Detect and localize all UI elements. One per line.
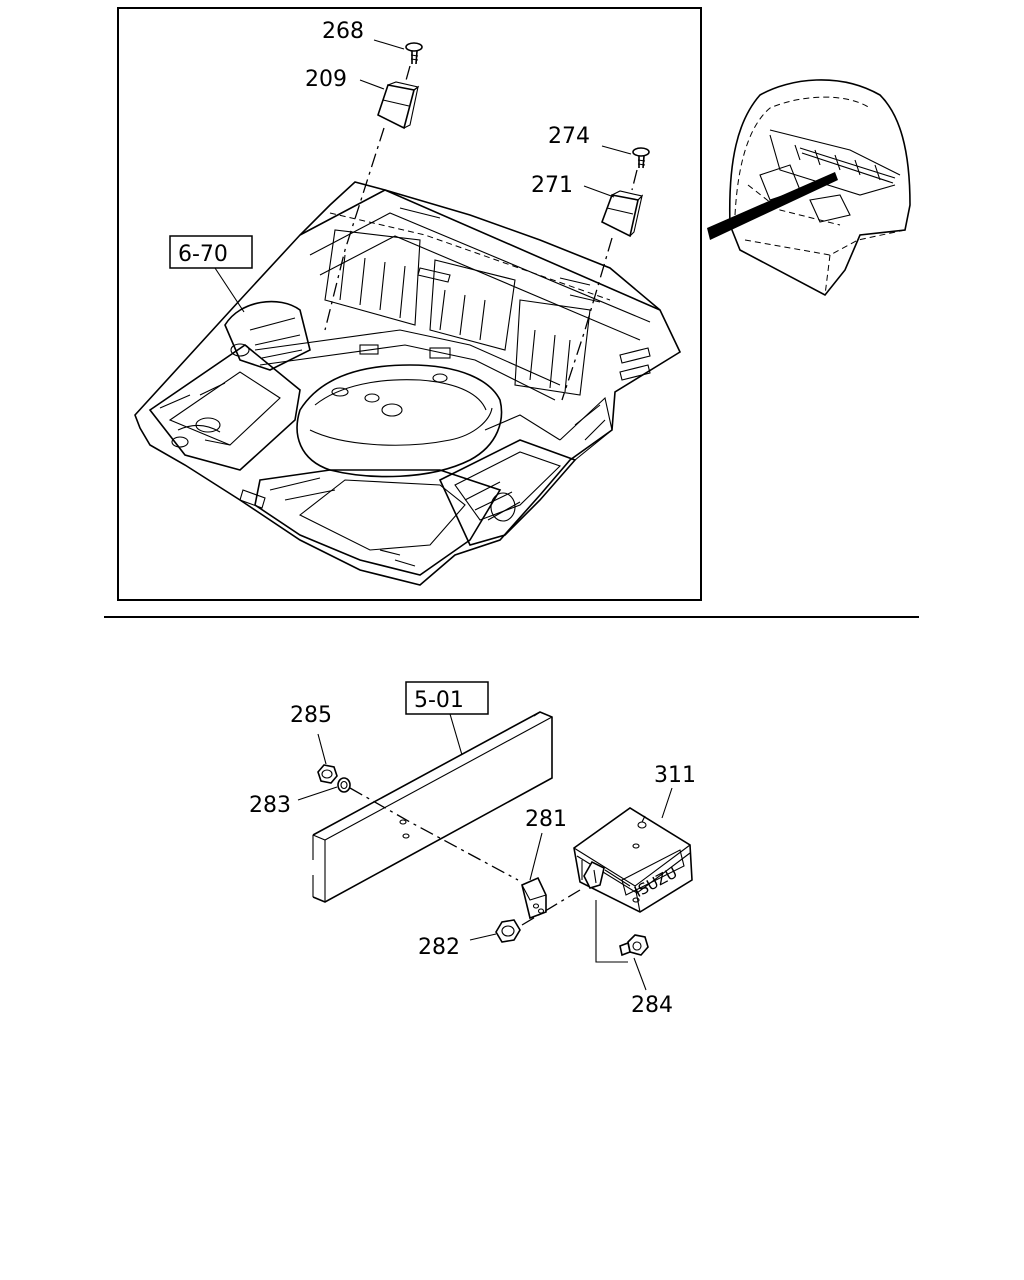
part-271-bracket [601, 190, 644, 238]
callout-209: 209 [305, 67, 347, 92]
callout-285: 285 [290, 703, 332, 728]
ref-box-6-70 [169, 235, 253, 269]
ref-box-5-01 [405, 681, 489, 715]
callout-311: 311 [654, 763, 696, 788]
ref-5-01: 5-01 [414, 688, 464, 713]
frame-rail [312, 711, 553, 903]
part-311-module: ISUZU [573, 787, 693, 913]
callout-268: 268 [322, 19, 364, 44]
callout-283: 283 [249, 793, 291, 818]
floor-panel-assembly [134, 181, 682, 586]
callout-274: 274 [548, 124, 590, 149]
vehicle-locator-view [707, 79, 911, 297]
callout-284: 284 [631, 993, 673, 1018]
callout-281: 281 [525, 807, 567, 832]
upper-view-frame [117, 7, 702, 601]
part-281-bracket [521, 876, 547, 920]
ref-6-70: 6-70 [178, 242, 228, 267]
part-209-bracket [377, 81, 420, 130]
callout-271: 271 [531, 173, 573, 198]
part-282-nut [495, 919, 521, 943]
callout-282: 282 [418, 935, 460, 960]
part-284-bolt [619, 934, 649, 957]
part-285-nut [317, 764, 338, 784]
part-283-washer [337, 777, 351, 793]
part-268-screw [405, 42, 423, 65]
part-274-screw [632, 147, 650, 169]
